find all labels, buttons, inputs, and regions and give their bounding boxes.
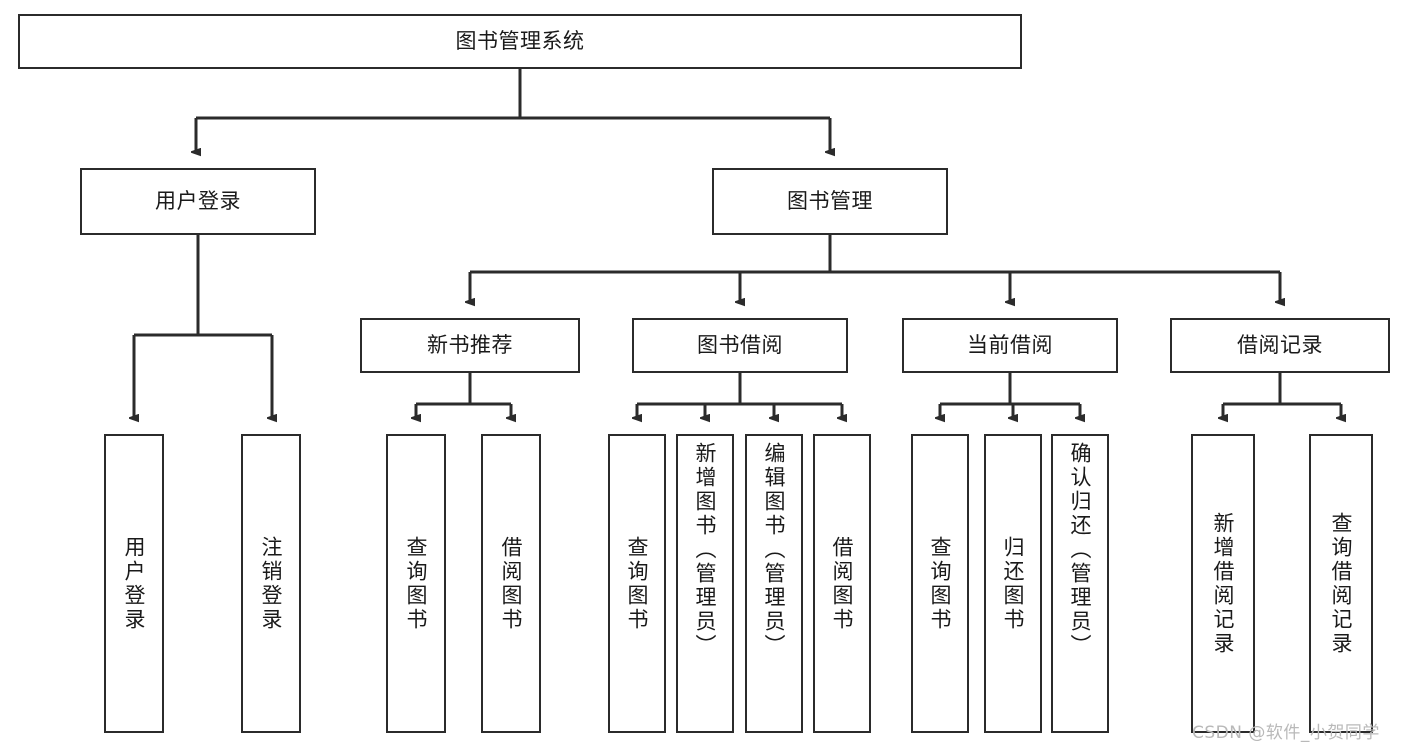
- node-leaf-user-login-label: 用户登录: [122, 535, 147, 632]
- node-current-borrow[interactable]: 当前借阅: [902, 318, 1118, 373]
- node-leaf-return-book-label: 归还图书: [1001, 535, 1026, 632]
- node-new-book-recommend-label: 新书推荐: [427, 332, 513, 357]
- node-leaf-borrow-book-label: 借阅图书: [830, 535, 855, 632]
- node-leaf-confirm-return[interactable]: 确认归还（管理员）: [1051, 434, 1109, 733]
- node-leaf-query-record-label: 查询借阅记录: [1329, 511, 1354, 656]
- node-leaf-add-record[interactable]: 新增借阅记录: [1191, 434, 1255, 733]
- node-current-borrow-label: 当前借阅: [967, 332, 1053, 357]
- node-root[interactable]: 图书管理系统: [18, 14, 1022, 69]
- node-leaf-logout[interactable]: 注销登录: [241, 434, 301, 733]
- node-leaf-edit-book[interactable]: 编辑图书（管理员）: [745, 434, 803, 733]
- node-book-manage[interactable]: 图书管理: [712, 168, 948, 235]
- node-book-borrow[interactable]: 图书借阅: [632, 318, 848, 373]
- node-root-label: 图书管理系统: [455, 28, 585, 53]
- node-leaf-query-book-rec[interactable]: 查询图书: [386, 434, 446, 733]
- node-leaf-borrow-book[interactable]: 借阅图书: [813, 434, 871, 733]
- node-book-manage-label: 图书管理: [787, 188, 873, 213]
- node-leaf-query-book-cur-label: 查询图书: [928, 535, 953, 632]
- node-leaf-borrow-book-rec-label: 借阅图书: [499, 535, 524, 632]
- node-leaf-query-book-cur[interactable]: 查询图书: [911, 434, 969, 733]
- node-leaf-query-record[interactable]: 查询借阅记录: [1309, 434, 1373, 733]
- node-user-login-label: 用户登录: [155, 188, 241, 213]
- node-leaf-add-record-label: 新增借阅记录: [1211, 511, 1236, 656]
- node-leaf-query-book-borrow[interactable]: 查询图书: [608, 434, 666, 733]
- node-borrow-record-label: 借阅记录: [1237, 332, 1323, 357]
- node-leaf-query-book-borrow-label: 查询图书: [625, 535, 650, 632]
- node-new-book-recommend[interactable]: 新书推荐: [360, 318, 580, 373]
- node-leaf-edit-book-label: 编辑图书（管理员）: [762, 442, 787, 658]
- node-leaf-return-book[interactable]: 归还图书: [984, 434, 1042, 733]
- node-leaf-user-login[interactable]: 用户登录: [104, 434, 164, 733]
- node-borrow-record[interactable]: 借阅记录: [1170, 318, 1390, 373]
- node-leaf-confirm-return-label: 确认归还（管理员）: [1068, 442, 1093, 658]
- node-leaf-query-book-rec-label: 查询图书: [404, 535, 429, 632]
- node-leaf-logout-label: 注销登录: [259, 535, 284, 632]
- node-leaf-add-book[interactable]: 新增图书（管理员）: [676, 434, 734, 733]
- node-user-login[interactable]: 用户登录: [80, 168, 316, 235]
- node-book-borrow-label: 图书借阅: [697, 332, 783, 357]
- node-leaf-borrow-book-rec[interactable]: 借阅图书: [481, 434, 541, 733]
- watermark-text: CSDN @软件_小贺同学: [1192, 723, 1380, 743]
- node-leaf-add-book-label: 新增图书（管理员）: [693, 442, 718, 658]
